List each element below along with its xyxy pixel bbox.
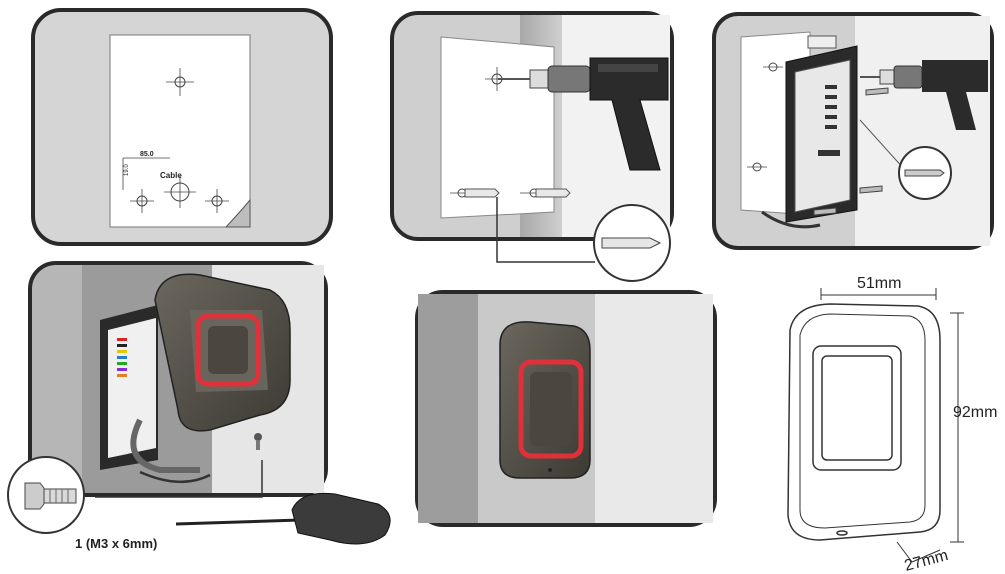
template-side-label: 19.0 <box>124 164 130 176</box>
wall-plug-icon <box>602 238 660 248</box>
reader-outline <box>788 304 940 540</box>
screw-icon <box>905 170 944 176</box>
screwdriver-icon <box>176 493 390 544</box>
panel-template: 85.0 19.0 Cable <box>33 10 331 244</box>
panel-mount-plate <box>714 14 992 248</box>
width-label: 51mm <box>857 275 901 292</box>
panel-dimensions: 51mm 92mm 27mm <box>788 275 997 574</box>
screw-size-label: 1 (M3 x 6mm) <box>75 536 157 551</box>
height-label: 92mm <box>953 404 997 421</box>
template-cable-label: Cable <box>160 171 182 180</box>
panel-installed <box>417 292 715 525</box>
template-dimension-label: 85.0 <box>140 151 154 158</box>
reader-installed <box>500 322 590 478</box>
panel-attach-reader: 1 (M3 x 6mm) <box>8 263 390 551</box>
depth-label: 27mm <box>903 547 950 574</box>
panel-drilling <box>392 13 672 281</box>
